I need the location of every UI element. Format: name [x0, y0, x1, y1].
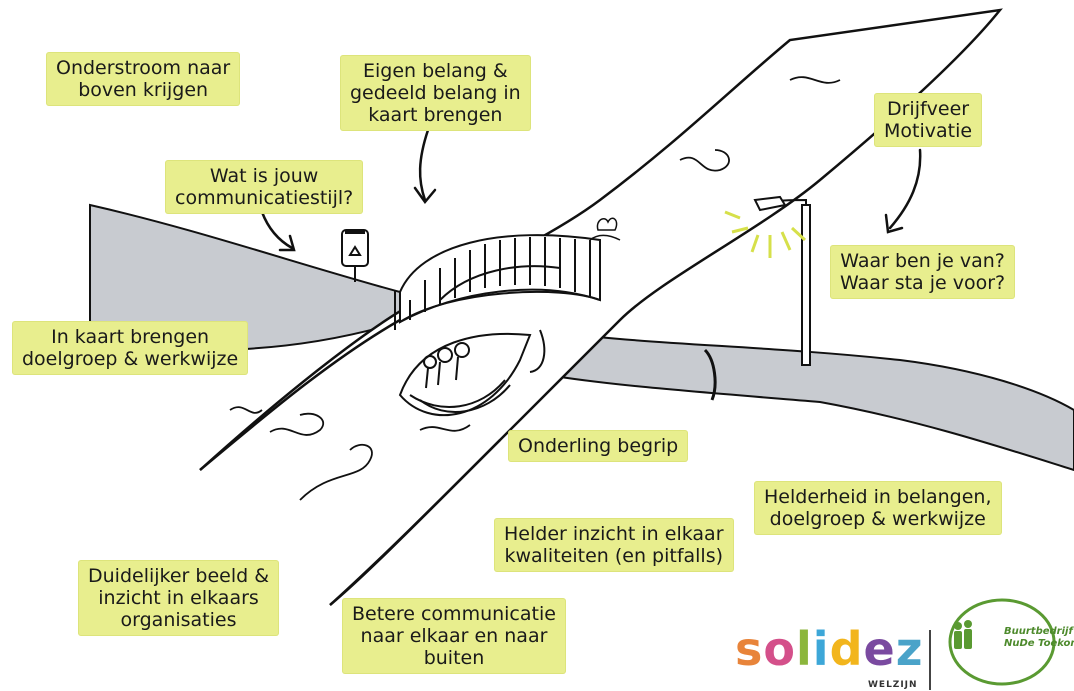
solidez-letter: e: [863, 622, 896, 676]
arrow-communicatiestijl: [260, 210, 294, 250]
flower: [589, 217, 621, 241]
arrows: [260, 128, 922, 252]
note-drijfveer: Drijfveer Motivatie: [874, 93, 983, 147]
solidez-letter: o: [763, 622, 796, 676]
bridge: [394, 234, 601, 373]
river-bank-right: [329, 439, 501, 606]
note-waar-ben-je: Waar ben je van? Waar sta je voor?: [830, 245, 1016, 299]
people-icon: [954, 620, 972, 649]
boat: [398, 332, 532, 417]
river-bank-left: [199, 318, 401, 471]
nude-toekomst-label: Buurtbedrijf NuDe Toekomst: [1004, 626, 1074, 650]
solidez-sub-label: WELZIJN: [868, 680, 918, 690]
note-onderstroom: Onderstroom naar boven krijgen: [46, 52, 241, 106]
note-communicatiestijl: Wat is jouw communicatiestijl?: [165, 160, 364, 214]
solidez-letter: l: [796, 622, 813, 676]
solidez-letter: z: [895, 622, 924, 676]
nude-line-2: NuDe Toekomst: [1004, 638, 1074, 649]
nude-toekomst-logo: [948, 598, 1056, 686]
solidez-letter: i: [812, 622, 830, 676]
nude-line-1: Buurtbedrijf: [1004, 626, 1073, 637]
street-lamp: [753, 195, 811, 366]
note-eigen-belang: Eigen belang & gedeeld belang in kaart b…: [340, 55, 531, 131]
road-joint: [703, 348, 717, 401]
solidez-logo: solidez: [735, 626, 923, 672]
arrow-drijfveer: [888, 148, 922, 230]
note-helderheid: Helderheid in belangen, doelgroep & werk…: [754, 481, 1002, 535]
lamp-light-rays: [724, 210, 807, 258]
logo-divider: [929, 630, 931, 690]
note-betere: Betere communicatie naar elkaar en naar …: [342, 598, 566, 674]
recycle-bin: [341, 229, 369, 282]
solidez-letter: d: [829, 622, 864, 676]
water-waves: [229, 76, 841, 501]
note-helder-inzicht: Helder inzicht in elkaar kwaliteiten (en…: [494, 518, 734, 572]
note-duidelijker: Duidelijker beeld & inzicht in elkaars o…: [78, 560, 280, 636]
note-in-kaart: In kaart brengen doelgroep & werkwijze: [12, 321, 249, 375]
arrow-eigen-belang: [418, 128, 430, 202]
note-onderling: Onderling begrip: [508, 430, 689, 462]
solidez-letter: s: [735, 622, 764, 676]
